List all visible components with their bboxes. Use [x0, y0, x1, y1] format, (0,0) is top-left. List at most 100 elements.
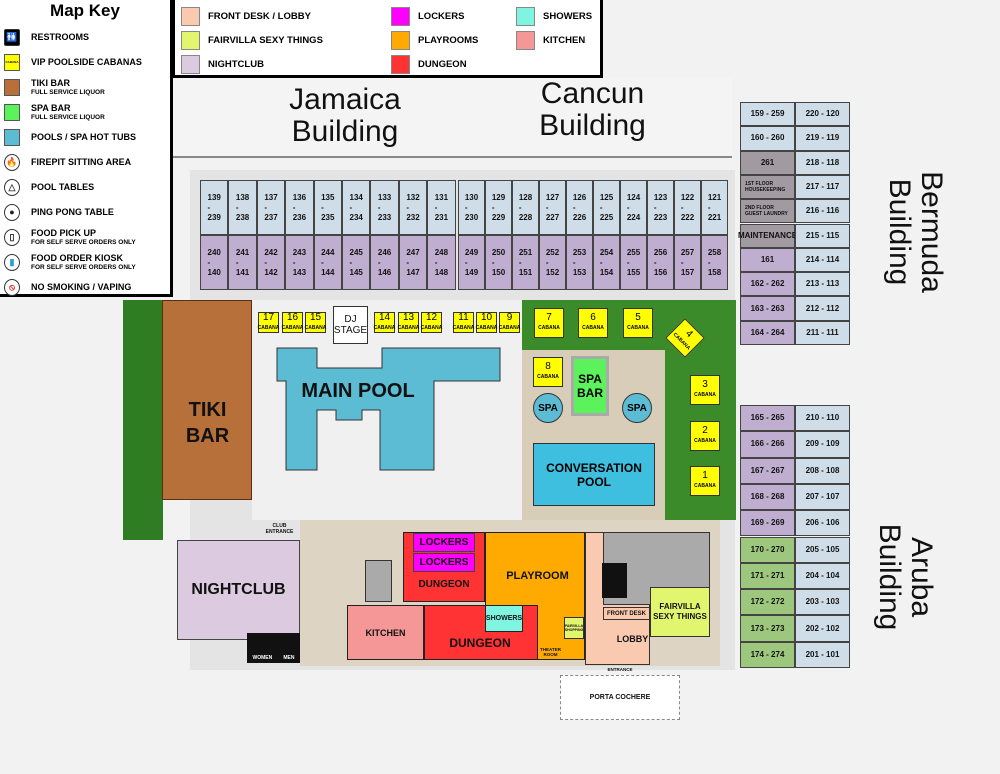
map-key-item-label: RESTROOMS [31, 32, 90, 42]
map-key-label: FIREPIT SITTING AREA [31, 158, 131, 167]
club-entrance-label: CLUB ENTRANCE [265, 523, 294, 535]
cabana-number: 15 [309, 311, 322, 323]
no-smoking-icon: ⦸ [4, 279, 20, 296]
room: 255 - 155 [620, 235, 647, 290]
room: 258 - 158 [701, 235, 728, 290]
room: 216 - 116 [795, 199, 850, 224]
room: 168 - 268 [740, 483, 795, 511]
room: 220 - 120 [795, 102, 850, 127]
cabana-number: 17 [262, 311, 275, 323]
legend-item: KITCHEN [516, 28, 606, 52]
legend-label: NIGHTCLUB [208, 58, 264, 70]
map-key-item-sublabel: FOR SELF SERVE ORDERS ONLY [31, 263, 136, 271]
jamaica-building-label: Jamaica Building [289, 83, 401, 148]
map-key-item: POOLS / SPA HOT TUBS [0, 125, 170, 150]
map-key-item-sublabel: FOR SELF SERVE ORDERS ONLY [31, 238, 136, 246]
room: 165 - 265 [740, 405, 795, 432]
room: 209 - 109 [795, 431, 850, 458]
legend-swatch [181, 54, 200, 74]
map-key-item-label: SPA BAR [31, 102, 71, 113]
aruba-building-label: Aruba Building [873, 523, 938, 631]
room: 167 - 267 [740, 457, 795, 484]
room: 207 - 107 [795, 483, 850, 511]
cabana-number: 11 [458, 311, 469, 323]
room: 139 - 239 [200, 180, 229, 235]
room: 210 - 110 [795, 405, 850, 432]
room: MAINTENANCE [738, 223, 797, 248]
lockers-1: LOCKERS [413, 533, 475, 552]
fairvilla-store: FAIRVILLA SEXY THINGS [650, 587, 710, 637]
room: 169 - 269 [740, 510, 795, 537]
legend-label: KITCHEN [543, 34, 586, 46]
cabana-number: 2 [702, 425, 708, 436]
restroom-lobby [602, 563, 627, 598]
storage-room [365, 560, 392, 602]
room: 124 - 224 [620, 180, 647, 235]
room: 217 - 117 [795, 174, 850, 200]
spa-bar: SPA BAR [571, 356, 609, 416]
room: 245 - 145 [342, 235, 371, 290]
room: 131 - 231 [427, 180, 456, 235]
spa-right: SPA [622, 393, 652, 423]
cabana-word: CABANA [694, 483, 716, 489]
legend-item: PLAYROOMS [391, 28, 516, 52]
fairvilla-shopping: FAIRVILLA SHOPPING [564, 617, 584, 639]
women-label: WOMEN [252, 655, 273, 661]
room: 243 - 143 [285, 235, 314, 290]
room: 138 - 238 [228, 180, 257, 235]
map-key-item-label: VIP POOLSIDE CABANAS [31, 57, 142, 67]
room: 215 - 115 [795, 223, 850, 248]
legend-item: LOCKERS [391, 4, 516, 28]
conversation-pool: CONVERSATION POOL [533, 443, 655, 506]
room: 214 - 114 [795, 247, 850, 273]
room: 127 - 227 [539, 180, 566, 235]
cabana-word: CABANA [373, 324, 396, 331]
cabana-word: CABANA [537, 374, 559, 380]
porta-cochere: PORTA COCHERE [560, 675, 680, 720]
cabana-word: CABANA [257, 324, 280, 331]
cabana-word: CABANA [475, 324, 498, 331]
conversation-pool-label: CONVERSATION POOL [546, 460, 642, 489]
entrance-label: ENTRANCE [607, 666, 633, 672]
map-key-item-label: NO SMOKING / VAPING [31, 282, 132, 292]
restroom-icon: 🚻 [4, 29, 20, 46]
cabana-number: 6 [590, 312, 596, 323]
map-key-label: RESTROOMS [31, 33, 89, 42]
map-key-item-label: FIREPIT SITTING AREA [31, 157, 132, 167]
room: 162 - 262 [740, 272, 795, 297]
ping-pong-icon: ● [4, 204, 20, 221]
legend-swatch [516, 30, 535, 50]
room: 249 - 149 [458, 235, 485, 290]
legend-item: FRONT DESK / LOBBY [181, 4, 391, 28]
men-label: MEN [283, 655, 295, 661]
cabana-number: 9 [506, 311, 513, 323]
showers: SHOWERS [485, 605, 523, 632]
legend-swatch [391, 30, 410, 50]
spa-label: SPA [538, 402, 558, 414]
map-key-item-label: PING PONG TABLE [31, 207, 114, 217]
nightclub-label: NIGHTCLUB [191, 581, 286, 598]
cabana-number: 7 [546, 312, 552, 323]
cabana-number: 1 [702, 470, 708, 481]
cabana-word: CABANA [498, 324, 521, 331]
room: 247 - 147 [398, 235, 428, 290]
room: 173 - 273 [740, 615, 795, 642]
cabana-number: 14 [378, 311, 391, 323]
room: 130 - 230 [458, 180, 485, 235]
room: 202 - 102 [795, 615, 850, 642]
lobby-label: LOBBY [616, 634, 649, 644]
cabana-number: 8 [545, 361, 551, 372]
room: 208 - 108 [795, 457, 850, 484]
green-strip [123, 300, 163, 540]
room: 132 - 232 [398, 180, 428, 235]
